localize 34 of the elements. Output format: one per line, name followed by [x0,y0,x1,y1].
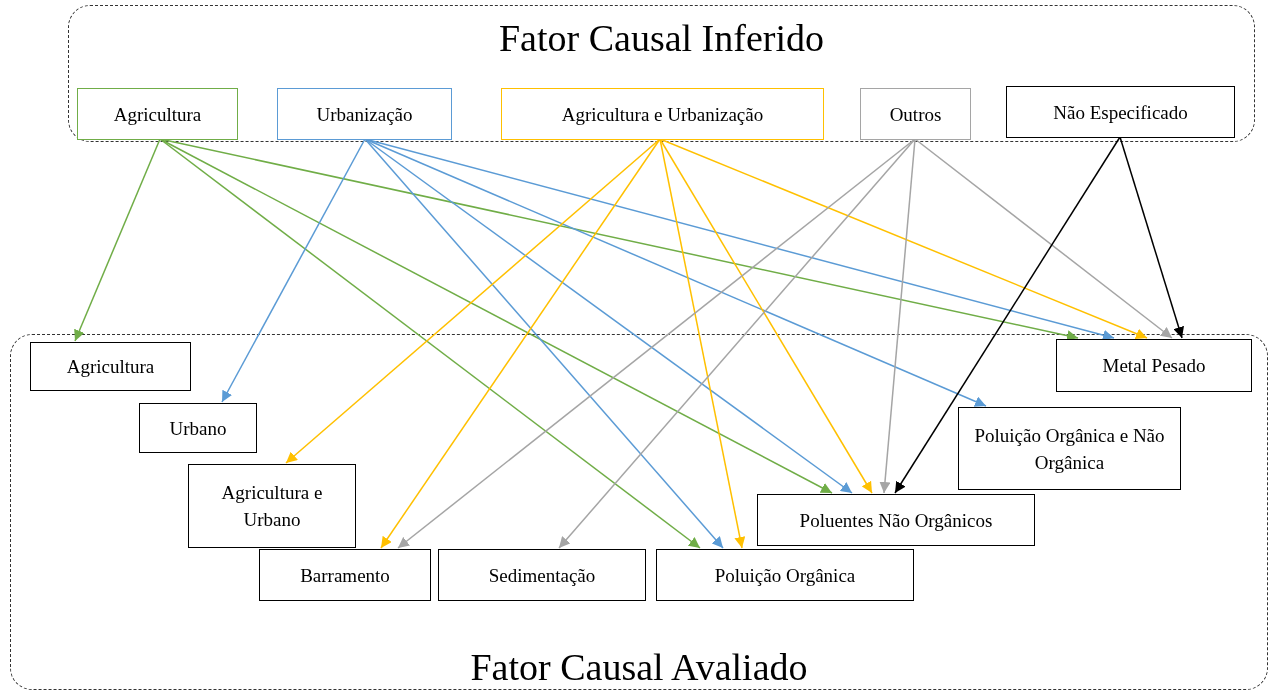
arrow [380,138,661,549]
arrow [364,138,724,549]
factor-box: Outros [860,88,971,140]
arrow [914,138,1173,339]
arrow [397,138,916,549]
group-title: Fator Causal Inferido [499,16,824,60]
group-title: Fator Causal Avaliado [470,645,808,689]
arrow [285,138,661,464]
dashed-group-frame [68,5,1255,142]
arrow [74,138,161,342]
arrow [159,138,701,549]
factor-box: Barramento [259,549,431,601]
arrow [221,138,366,403]
factor-box: Poluição Orgânica [656,549,914,601]
factor-box: Metal Pesado [1056,339,1252,392]
arrow [879,138,916,494]
arrow [659,138,873,494]
arrow [659,138,1148,339]
arrow [1119,136,1184,339]
factor-box: Sedimentação [438,549,646,601]
factor-box: Poluição Orgânica e Não Orgânica [958,407,1181,490]
dashed-group-frame [10,334,1268,690]
factor-box: Agricultura [30,342,191,391]
factor-box: Urbano [139,403,257,453]
factor-box: Poluentes Não Orgânicos [757,494,1035,546]
factor-box: Agricultura e Urbano [188,464,356,548]
arrow [364,138,853,494]
factor-box: Agricultura e Urbanização [501,88,824,140]
arrow [659,138,746,549]
arrow [894,136,1121,494]
factor-box: Não Especificado [1006,86,1235,138]
arrow [558,138,916,549]
factor-box: Agricultura [77,88,238,140]
factor-box: Urbanização [277,88,452,140]
